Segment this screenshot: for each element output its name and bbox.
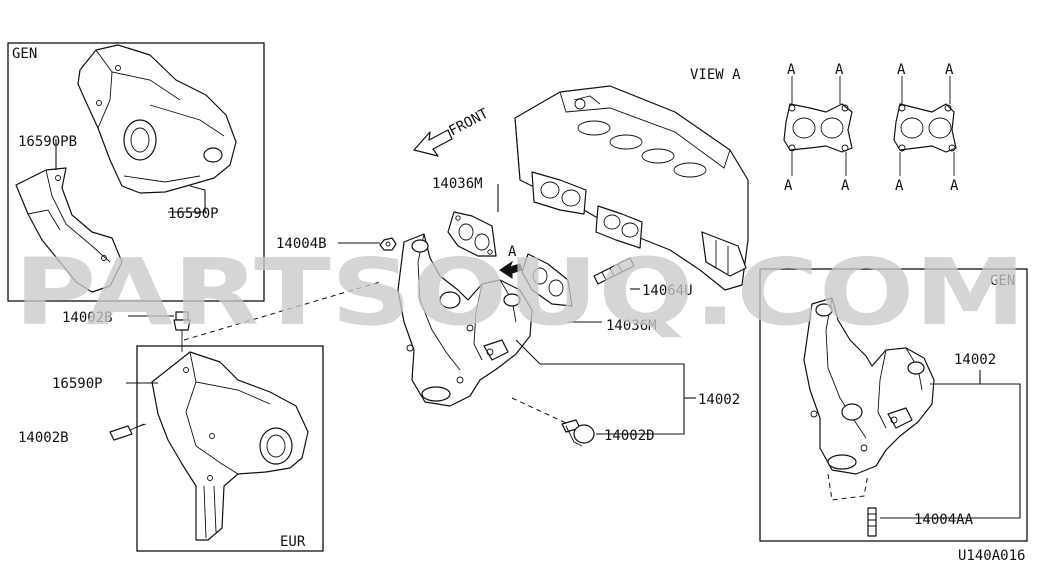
eur-heat-insulator-box: EUR — [136, 345, 324, 552]
view-a-marker-4: A — [945, 62, 954, 78]
view-a-marker-8: A — [950, 178, 959, 194]
front-label: FRONT — [446, 105, 491, 139]
exhaust-manifold-drawing — [397, 233, 533, 407]
exhaust-gasket-lower-drawing — [521, 253, 573, 307]
view-a-marker-5: A — [784, 178, 793, 194]
part-label-14002-right: 14002 — [954, 352, 996, 368]
part-label-14002: 14002 — [698, 392, 740, 408]
part-label-16590PB: 16590PB — [18, 134, 77, 150]
part-label-14002B-bottom: 14002B — [18, 430, 69, 446]
front-direction-indicator: FRONT — [413, 105, 492, 157]
part-label-14064U: 14064U — [642, 283, 693, 299]
engine-cylinder-head-drawing — [514, 85, 749, 291]
gen-box-tag: GEN — [12, 46, 37, 62]
nut-14004B-drawing — [379, 237, 397, 251]
exhaust-gasket-upper-drawing — [447, 211, 497, 257]
assembly-line-insulator — [183, 281, 381, 341]
view-a-marker-1: A — [787, 62, 796, 78]
part-label-14036M-bottom: 14036M — [606, 318, 657, 334]
lower-heat-insulator-drawing — [15, 167, 123, 293]
view-a-marker-7: A — [895, 178, 904, 194]
part-label-14004AA: 14004AA — [914, 512, 974, 528]
bolt-14002D-drawing — [561, 419, 595, 447]
manifold-stud-drawing — [593, 257, 635, 285]
gen-right-box-tag: GEN — [990, 273, 1015, 289]
eur-box-tag: EUR — [280, 534, 306, 550]
view-a-direction-arrow: A — [499, 244, 523, 279]
gen-exhaust-manifold-drawing — [803, 297, 935, 475]
part-label-14036M-top: 14036M — [432, 176, 483, 192]
part-label-16590P-top: 16590P — [168, 206, 219, 222]
bolt-14002B-bottom-drawing — [109, 423, 147, 441]
assembly-line-bolt — [511, 397, 569, 425]
view-a-gasket-detail: VIEW A A A A A A A A A — [690, 62, 959, 194]
gen-manifold-box: GEN — [759, 268, 1028, 542]
part-label-14002D: 14002D — [604, 428, 655, 444]
view-arrow-marker: A — [508, 244, 517, 260]
figure-code: U140A016 — [958, 548, 1025, 564]
view-a-title: VIEW A — [690, 67, 741, 83]
part-label-14004B: 14004B — [276, 236, 327, 252]
view-a-marker-3: A — [897, 62, 906, 78]
gen-heat-insulator-box: GEN 16590PB 16590P — [7, 42, 265, 302]
view-a-marker-6: A — [841, 178, 850, 194]
watermark: PARTSOUQ.COM — [14, 239, 1026, 346]
part-label-14002B-top: 14002B — [62, 310, 113, 326]
view-a-marker-2: A — [835, 62, 844, 78]
bolt-14002B-top-drawing — [173, 311, 191, 352]
part-label-16590P-bottom: 16590P — [52, 376, 103, 392]
eur-heat-insulator-drawing — [151, 351, 309, 541]
